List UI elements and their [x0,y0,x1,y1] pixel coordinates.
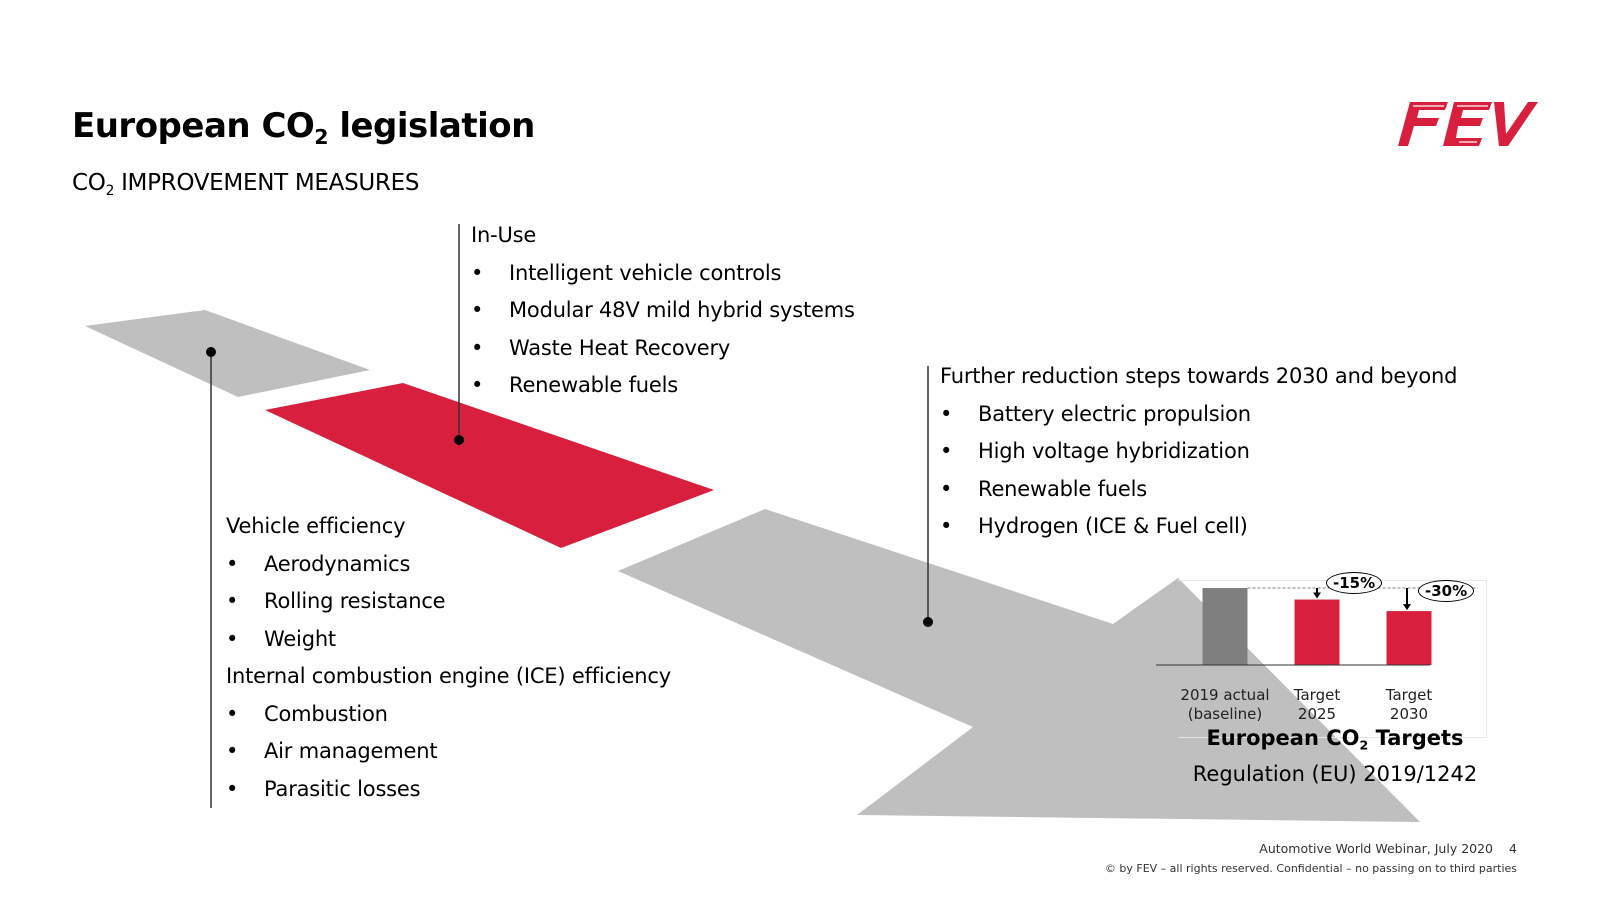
chart-x-label: 2019 actual(baseline) [1175,686,1275,724]
in-use-heading: In-Use [471,223,537,247]
bullet-icon: • [226,701,239,726]
chart-x-label-line: (baseline) [1187,705,1263,723]
red-step-shape [265,383,714,548]
list-item-text: Intelligent vehicle controls [509,260,782,285]
list-item-text: Weight [264,626,336,651]
bullet-icon: • [226,739,239,763]
list-item-text: Modular 48V mild hybrid systems [509,298,855,322]
list-item-text: Aerodynamics [264,551,411,576]
list-item-text: Air management [264,739,438,763]
in-use-block: In-Use • Intelligent vehicle controls • Mo… [471,217,855,405]
bullet-icon: • [471,373,484,397]
chart-x-label-line: 2019 actual [1180,686,1270,704]
reduction-label: -15% [1326,572,1383,594]
list-item: • Renewable fuels [940,471,1457,509]
list-item: • Air management [226,733,671,771]
chart-bar [1386,611,1432,665]
fev-logo [1398,100,1538,152]
bullet-icon: • [471,260,484,285]
bullet-icon: • [471,298,484,322]
bullet-icon: • [940,514,953,538]
list-item: • Battery electric propulsion [940,396,1457,434]
bullet-icon: • [940,439,953,463]
further-block: Further reduction steps towards 2030 and… [940,358,1457,546]
list-item-text: High voltage hybridization [978,439,1250,463]
list-item-text: Waste Heat Recovery [509,335,731,360]
vehicle-heading: Vehicle efficiency [226,514,406,538]
list-item-text: Combustion [264,701,388,726]
list-item: • High voltage hybridization [940,433,1457,471]
chart-x-label-line: Target [1385,686,1433,704]
bullet-icon: • [226,626,239,651]
gray-step-shape [85,310,370,397]
chart-bar [1294,599,1340,665]
bullet-icon: • [226,589,239,613]
chart-x-label-line: 2030 [1389,705,1429,723]
list-item: • Aerodynamics [226,546,671,584]
further-heading: Further reduction steps towards 2030 and… [940,364,1458,388]
reduction-label: -30% [1418,580,1475,602]
reduction-arrowhead [1313,592,1321,599]
bullet-icon: • [940,476,953,501]
bullet-icon: • [226,551,239,576]
list-item: • Weight [226,621,671,659]
page-title: European CO2 legislation [72,106,535,150]
big-arrow-shape [618,509,1420,822]
list-item: • Hydrogen (ICE & Fuel cell) [940,508,1457,546]
list-item: • Renewable fuels [471,367,855,405]
chart-annotations: -15% -30% [1178,572,1488,640]
list-item: • Intelligent vehicle controls [471,255,855,293]
chart-x-label-line: 2025 [1297,705,1337,723]
list-item-text: Rolling resistance [264,589,446,613]
vehicle-ice-block: Vehicle efficiency • Aerodynamics • Rollin… [226,508,671,808]
bullet-icon: • [940,401,953,426]
ice-heading: Internal combustion engine (ICE) efficie… [226,664,671,688]
list-item-text: Renewable fuels [509,373,678,397]
chart-subtitle: Regulation (EU) 2019/1242 [1192,762,1478,786]
bullet-icon: • [226,776,239,801]
list-item-text: Hydrogen (ICE & Fuel cell) [978,514,1248,538]
list-item: • Waste Heat Recovery [471,330,855,368]
list-item-text: Parasitic losses [264,776,421,801]
footer-event: Automotive World Webinar, July 2020 [1259,841,1493,856]
chart-bar [1202,588,1248,665]
page-number: 4 [1509,841,1517,856]
list-item: • Rolling resistance [226,583,671,621]
connector-dot-further [923,617,933,627]
list-item-text: Renewable fuels [978,476,1147,501]
chart-x-label-line: Target [1293,686,1341,704]
connector-dot-vehicle [206,347,216,357]
list-item: • Combustion [226,696,671,734]
list-item: • Modular 48V mild hybrid systems [471,292,855,330]
page-subtitle: CO2 IMPROVEMENT MEASURES [72,170,420,199]
list-item-text: Battery electric propulsion [978,401,1251,426]
connector-dot-inuse [454,435,464,445]
reduction-arrowhead [1403,604,1411,611]
footer-copyright: © by FEV – all rights reserved. Confiden… [1104,862,1517,875]
bullet-icon: • [471,335,484,360]
chart-title: European CO2 Targets [1206,726,1464,753]
list-item: • Parasitic losses [226,771,671,809]
